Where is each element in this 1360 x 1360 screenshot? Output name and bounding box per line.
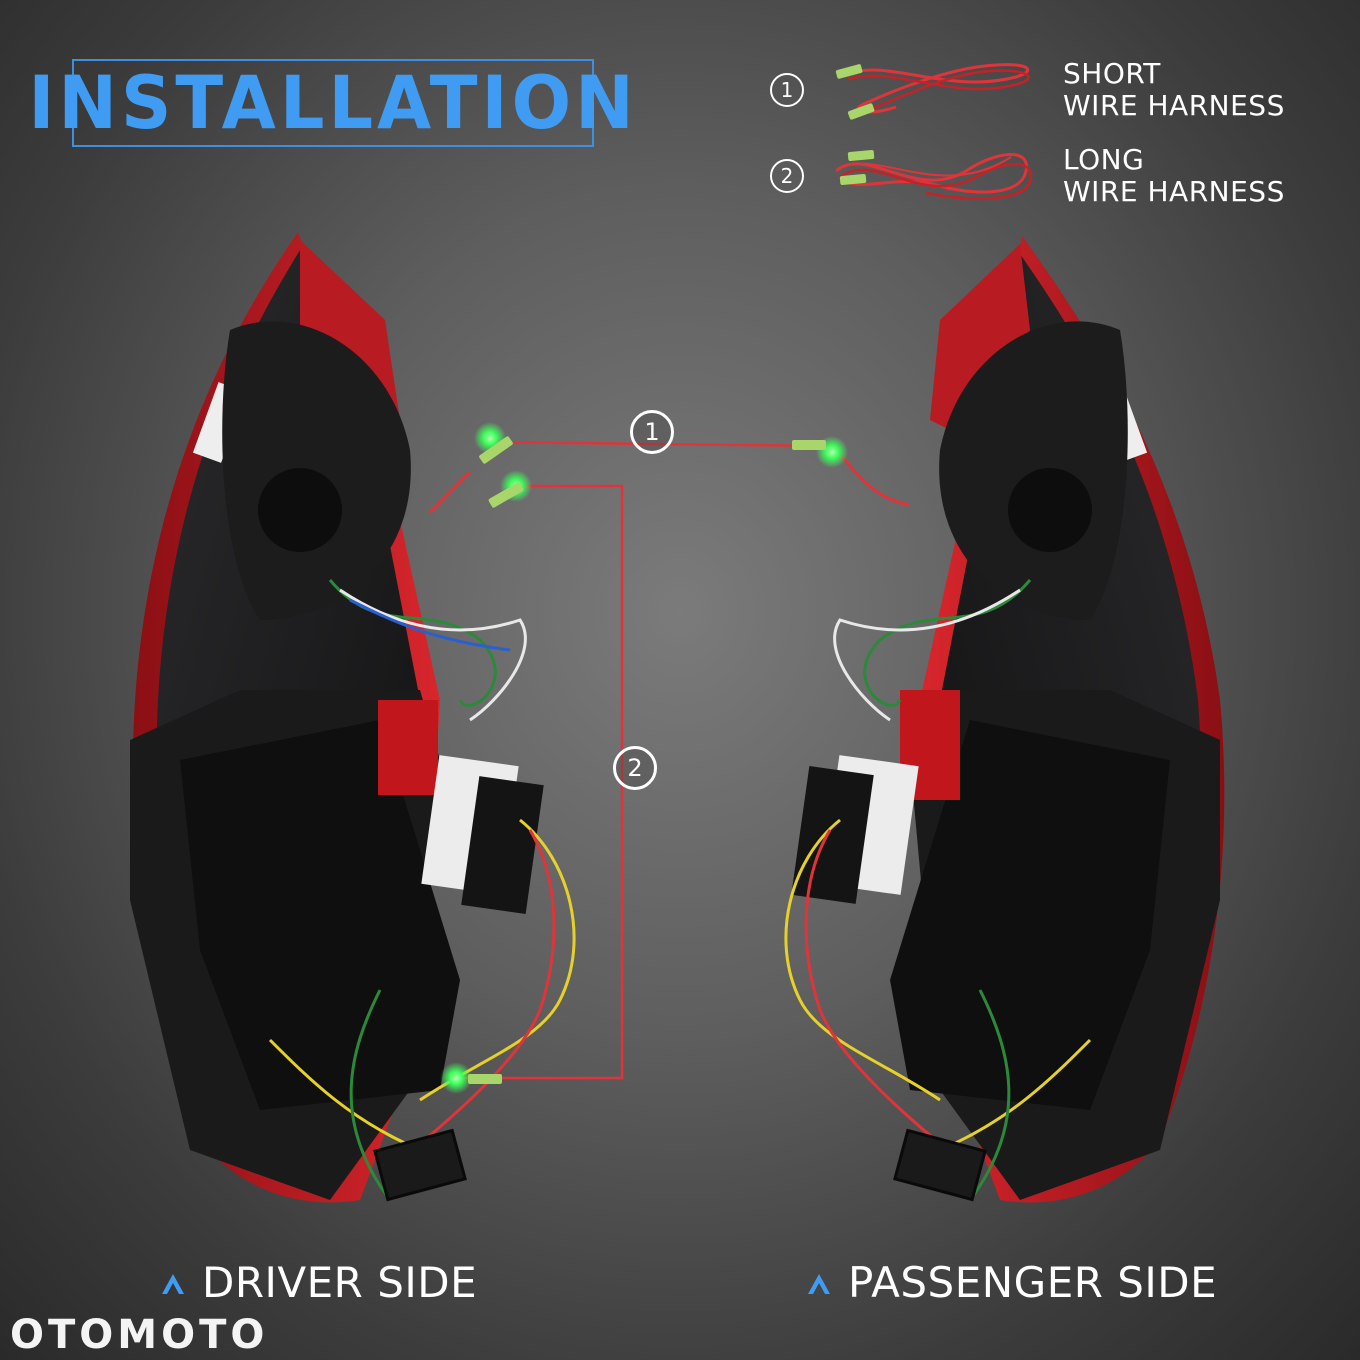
- passenger-side-tail-light: [791, 236, 1225, 1203]
- legend-line-2: WIRE HARNESS: [1063, 89, 1285, 122]
- legend-text: SHORT WIRE HARNESS: [1063, 58, 1285, 122]
- passenger-wiring: [784, 579, 1092, 1202]
- connector-glows: [440, 422, 848, 1094]
- harness-lines: [429, 440, 911, 1080]
- legend-item-short-harness: 1 SHORT WIRE HARNESS: [770, 55, 1285, 125]
- short-wire-harness-icon: [835, 63, 1030, 120]
- legend-item-long-harness: 2 LONG WIRE HARNESS: [770, 141, 1285, 211]
- title-frame: INSTALLATION: [28, 59, 634, 147]
- chevron-up-icon: [808, 1273, 830, 1294]
- driver-side-tail-light: [130, 232, 544, 1203]
- passenger-side-text: PASSENGER SIDE: [848, 1258, 1218, 1307]
- driver-wiring: [268, 579, 576, 1202]
- watermark-logo: OTOMOTO: [10, 1312, 269, 1358]
- legend-text: LONG WIRE HARNESS: [1063, 144, 1285, 208]
- page-title: INSTALLATION: [28, 59, 638, 147]
- short-harness-callout: 1: [630, 410, 674, 454]
- driver-side-label: DRIVER SIDE: [160, 1258, 477, 1307]
- legend-number: 2: [770, 159, 804, 193]
- connector-glow: [440, 1062, 472, 1094]
- legend-line-1: SHORT: [1063, 57, 1161, 90]
- legend-number: 1: [770, 73, 804, 107]
- long-harness-callout: 2: [613, 746, 657, 790]
- passenger-side-label: PASSENGER SIDE: [806, 1258, 1217, 1307]
- long-wire-harness-icon: [835, 150, 1032, 200]
- legend-line-2: WIRE HARNESS: [1063, 175, 1285, 208]
- chevron-up-icon: [162, 1273, 184, 1294]
- driver-side-text: DRIVER SIDE: [202, 1258, 478, 1307]
- legend-line-1: LONG: [1063, 143, 1145, 176]
